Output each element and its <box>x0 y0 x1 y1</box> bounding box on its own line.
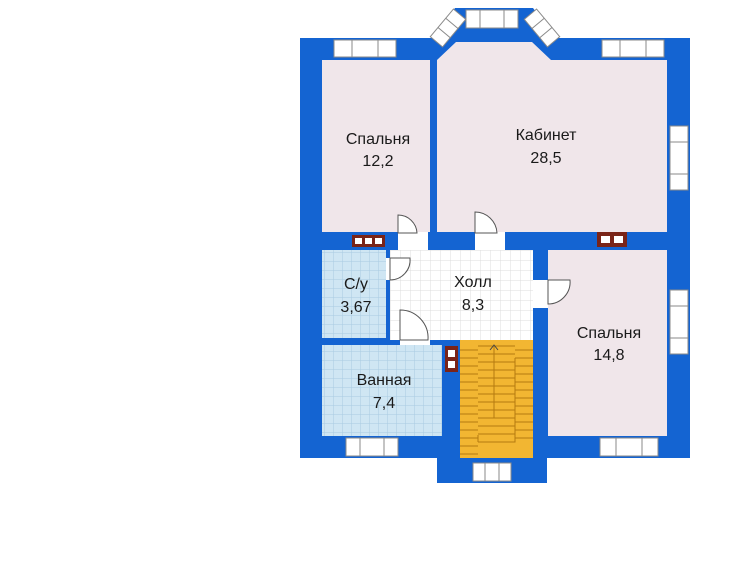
label-bathroom-name: Ванная <box>357 372 412 389</box>
stair-steps <box>460 345 533 455</box>
door-bedroom-left <box>397 214 428 250</box>
windows <box>333 8 689 482</box>
label-bedroom-right-name: Спальня <box>577 325 641 342</box>
window-bay-center <box>465 9 519 29</box>
chimney-flue <box>365 238 372 244</box>
window-right-office <box>669 125 689 191</box>
stair-direction-line <box>477 358 516 443</box>
room-bedroom-right <box>548 250 667 436</box>
label-wc-name: С/у <box>344 276 368 293</box>
label-office-name: Кабинет <box>516 127 578 144</box>
room-office <box>437 42 667 232</box>
doors <box>386 211 571 345</box>
label-office-area: 28,5 <box>530 150 561 167</box>
chimney-flue <box>601 236 610 243</box>
label-bedroom-right-area: 14,8 <box>593 347 624 364</box>
room-wc <box>322 250 386 338</box>
stair-arrow-head <box>489 344 499 351</box>
door-wc <box>386 257 411 281</box>
label-bathroom-area: 7,4 <box>373 395 395 412</box>
label-bedroom-left-area: 12,2 <box>362 153 393 170</box>
room-bathroom <box>322 345 442 436</box>
window-bottom-bathroom <box>345 437 399 457</box>
label-hall-name: Холл <box>454 274 492 291</box>
rooms <box>322 42 667 436</box>
window-right-bedroom <box>669 289 689 355</box>
chimney-flue <box>614 236 623 243</box>
label-wc-area: 3,67 <box>340 299 371 316</box>
room-labels: Спальня 12,2 Кабинет 28,5 С/у 3,67 Холл … <box>340 127 641 412</box>
label-hall-area: 8,3 <box>462 297 484 314</box>
window-bay-left <box>429 8 467 48</box>
chimney-flue <box>448 361 455 368</box>
chimney-top-right <box>597 232 627 247</box>
door-bathroom <box>399 309 430 345</box>
door-office <box>474 211 505 250</box>
label-bedroom-left-name: Спальня <box>346 131 410 148</box>
window-bottom-stair <box>472 462 512 482</box>
window-bay-right <box>523 8 561 48</box>
window-bottom-bedroom <box>599 437 659 457</box>
staircase <box>460 340 533 458</box>
chimney-stair <box>445 346 458 372</box>
window-top-left <box>333 39 397 58</box>
window-top-right <box>601 39 665 58</box>
chimney-flue <box>375 238 382 244</box>
room-bedroom-left <box>322 60 430 232</box>
chimneys <box>352 232 627 372</box>
chimney-flue <box>355 238 362 244</box>
chimney-flue <box>448 350 455 357</box>
door-bedroom-right <box>533 279 571 308</box>
